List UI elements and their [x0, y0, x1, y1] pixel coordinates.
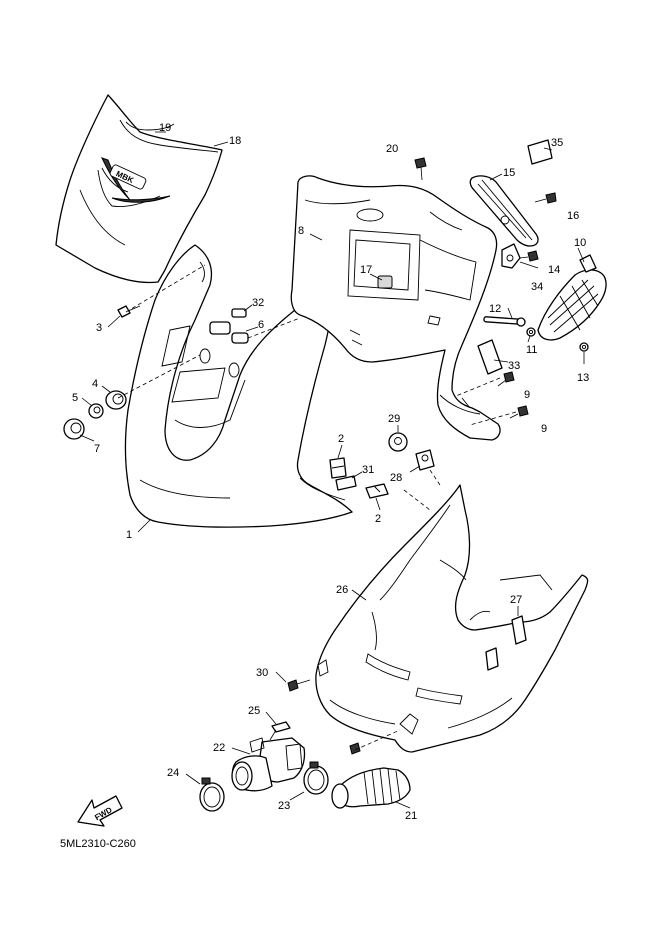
callout-7: 7 — [94, 443, 100, 455]
callout-28: 28 — [390, 472, 402, 484]
callout-5: 5 — [72, 392, 78, 404]
leader-lines — [79, 131, 585, 809]
callout-2a: 2 — [338, 433, 344, 445]
callout-26: 26 — [336, 584, 348, 596]
leg-shield-front — [124, 244, 353, 528]
callout-17: 17 — [360, 264, 372, 276]
screw-9a — [497, 371, 515, 387]
front-cover-upper: MBK — [55, 94, 223, 284]
screw-9b — [509, 405, 529, 419]
nut-2a — [329, 457, 347, 479]
callout-9a: 9 — [524, 389, 530, 401]
damper-6 — [209, 321, 249, 344]
callout-20: 20 — [386, 143, 398, 155]
callout-29: 29 — [388, 413, 400, 425]
vent-grille — [537, 254, 607, 341]
nut-2b — [365, 483, 389, 499]
callout-27: 27 — [510, 594, 522, 606]
clip-34 — [501, 243, 521, 269]
screw-16 — [534, 192, 557, 204]
screw-3 — [117, 305, 141, 318]
screw-20 — [414, 157, 427, 181]
callout-4: 4 — [92, 378, 98, 390]
screw-30 — [287, 679, 311, 692]
callout-12: 12 — [489, 303, 501, 315]
callout-22: 22 — [213, 742, 225, 754]
callout-21: 21 — [405, 810, 417, 822]
callout-11: 11 — [526, 344, 537, 356]
callout-1: 1 — [126, 529, 132, 541]
grommet-7 — [63, 418, 85, 440]
bellows-hose-21 — [331, 767, 411, 809]
callout-16: 16 — [567, 210, 579, 222]
lower-cover — [315, 484, 589, 753]
callout-30: 30 — [256, 667, 268, 679]
forward-arrow-icon: FWD — [77, 795, 123, 827]
callout-32: 32 — [252, 297, 264, 309]
gasket-frame — [469, 175, 539, 247]
collar-5 — [88, 403, 104, 419]
callout-3: 3 — [96, 322, 102, 334]
diagram-code: 5ML2310-C260 — [60, 838, 136, 850]
screw-25 — [269, 721, 291, 741]
plate-33 — [477, 339, 503, 375]
inner-panel — [290, 175, 501, 441]
collar-28 — [415, 449, 435, 471]
screw-14 — [519, 250, 539, 262]
callout-6: 6 — [258, 319, 264, 331]
clip-27 — [485, 615, 527, 671]
callout-8: 8 — [298, 225, 304, 237]
callout-18: 18 — [229, 135, 241, 147]
screw-bottom — [349, 742, 361, 755]
callout-24: 24 — [167, 767, 179, 779]
callout-2b: 2 — [375, 513, 381, 525]
callout-19: 19 — [159, 122, 171, 134]
callout-labels: 1 2 2 3 4 5 6 7 8 9 9 10 11 12 13 14 15 … — [72, 122, 589, 822]
callout-14: 14 — [548, 264, 560, 276]
callout-35: 35 — [551, 137, 563, 149]
label-sticker — [527, 139, 553, 165]
grommet-29 — [388, 432, 408, 452]
grommet-4 — [105, 390, 127, 410]
pad-32 — [231, 308, 247, 318]
callout-31: 31 — [362, 464, 374, 476]
callout-9b: 9 — [541, 423, 547, 435]
clamp-24 — [199, 777, 225, 812]
ring-13 — [579, 342, 589, 352]
callout-13: 13 — [577, 372, 589, 384]
clamp-23 — [303, 761, 329, 795]
callout-10: 10 — [574, 237, 586, 249]
callout-15: 15 — [503, 167, 515, 179]
callout-25: 25 — [248, 705, 260, 717]
callout-23: 23 — [278, 800, 290, 812]
callout-33: 33 — [508, 360, 520, 372]
intake-duct-22 — [231, 737, 306, 792]
pad-31 — [335, 475, 357, 491]
callout-34: 34 — [531, 281, 543, 293]
pin-12 — [483, 316, 526, 327]
ring-11 — [526, 327, 536, 337]
